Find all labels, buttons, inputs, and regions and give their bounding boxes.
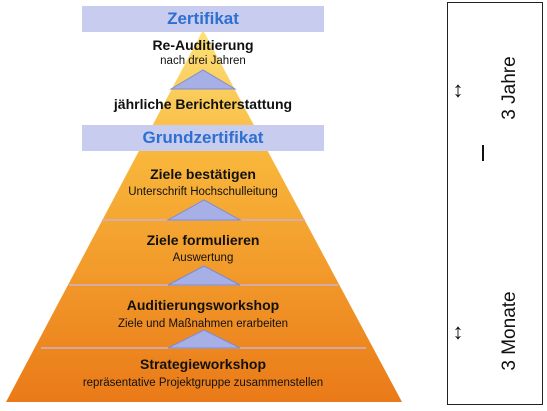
level-title: Ziele bestätigen (150, 166, 256, 182)
certificate-band: Zertifikat (82, 6, 324, 32)
level-title: Strategieworkshop (139, 356, 267, 372)
level-subtitle: repräsentative Projektgruppe zusammenste… (82, 377, 324, 389)
duration-label-years: 3 Jahre (499, 56, 520, 120)
step-triangle (169, 69, 237, 90)
reaudit-title: Re-Auditierung (152, 37, 254, 53)
level-subtitle: Unterschrift Hochschulleitung (128, 186, 278, 198)
reaudit-subtitle: nach drei Jahren (160, 55, 246, 67)
timeline-panel: ↕ 3 Jahre ↕ 3 Monate (447, 2, 543, 405)
updown-arrow-icon: ↕ (452, 77, 464, 102)
step-triangle (167, 329, 241, 349)
level-title: Ziele formulieren (146, 232, 260, 248)
level-title: Auditierungsworkshop (126, 297, 280, 313)
step-triangle (167, 265, 241, 286)
updown-arrow-icon: ↕ (452, 319, 464, 344)
step-triangle (166, 199, 242, 221)
level-subtitle: Auswertung (172, 252, 234, 264)
level-subtitle: Ziele und Maßnahmen erarbeiten (117, 318, 289, 330)
basic-certificate-band: Grundzertifikat (82, 125, 324, 151)
annual-report-title: jährliche Berichterstattung (113, 96, 293, 112)
timeline-divider (482, 145, 484, 161)
duration-label-months: 3 Monate (499, 291, 520, 371)
